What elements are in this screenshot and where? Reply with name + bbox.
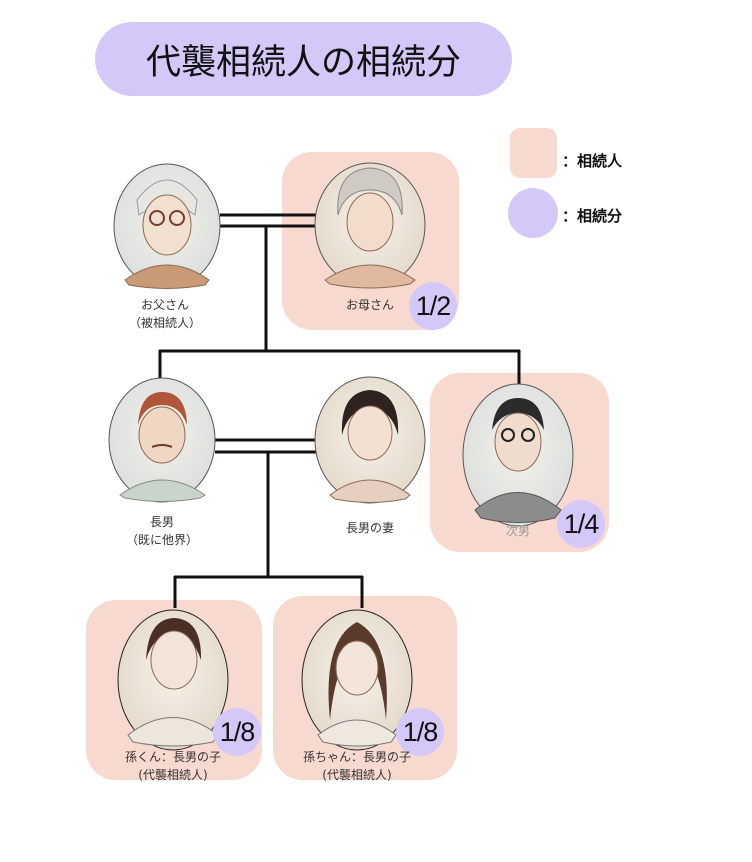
eldest-son-label: 長男 （既に他界） xyxy=(126,513,198,549)
mother-share-badge: 1/2 xyxy=(409,282,457,330)
grandson-label: 孫くん：長男の子 (代襲相続人) xyxy=(125,748,221,784)
eldest-son-name: 長男 xyxy=(149,515,175,529)
father-name: お父さん xyxy=(140,298,190,312)
eldest-son-note: （既に他界） xyxy=(125,533,199,547)
granddaughter-share-badge: 1/8 xyxy=(396,708,444,756)
connector-lines xyxy=(158,213,521,608)
legend-share-label: ：相続分 xyxy=(562,207,623,225)
second-son-name: 次男 xyxy=(505,524,531,538)
grandson-share-badge: 1/8 xyxy=(213,708,261,756)
legend-heir-swatch xyxy=(510,128,557,178)
father-note: （被相続人） xyxy=(128,316,202,330)
legend-heir-label: ：相続人 xyxy=(562,152,623,170)
second-son-share-badge: 1/4 xyxy=(557,500,605,548)
father-portrait xyxy=(113,163,221,289)
second-son-portrait xyxy=(462,383,574,527)
mother-name: お母さん xyxy=(345,298,395,312)
granddaughter-portrait xyxy=(301,609,413,751)
legend-share-swatch xyxy=(508,188,558,238)
granddaughter-name: 孫ちゃん：長男の子 xyxy=(302,750,412,764)
granddaughter-label: 孫ちゃん：長男の子 (代襲相続人) xyxy=(303,748,411,784)
grandson-note: (代襲相続人) xyxy=(138,768,208,782)
grandson-name: 孫くん：長男の子 xyxy=(124,750,222,764)
eldest-son-wife-name: 長男の妻 xyxy=(345,521,395,535)
grandson-portrait xyxy=(117,609,229,751)
father-label: お父さん （被相続人） xyxy=(129,296,201,332)
eldest-son-wife-portrait xyxy=(314,376,426,504)
eldest-son-portrait xyxy=(108,377,216,503)
granddaughter-note: (代襲相続人) xyxy=(322,768,392,782)
page-title: 代襲相続人の相続分 xyxy=(95,22,512,96)
mother-portrait xyxy=(314,162,426,289)
